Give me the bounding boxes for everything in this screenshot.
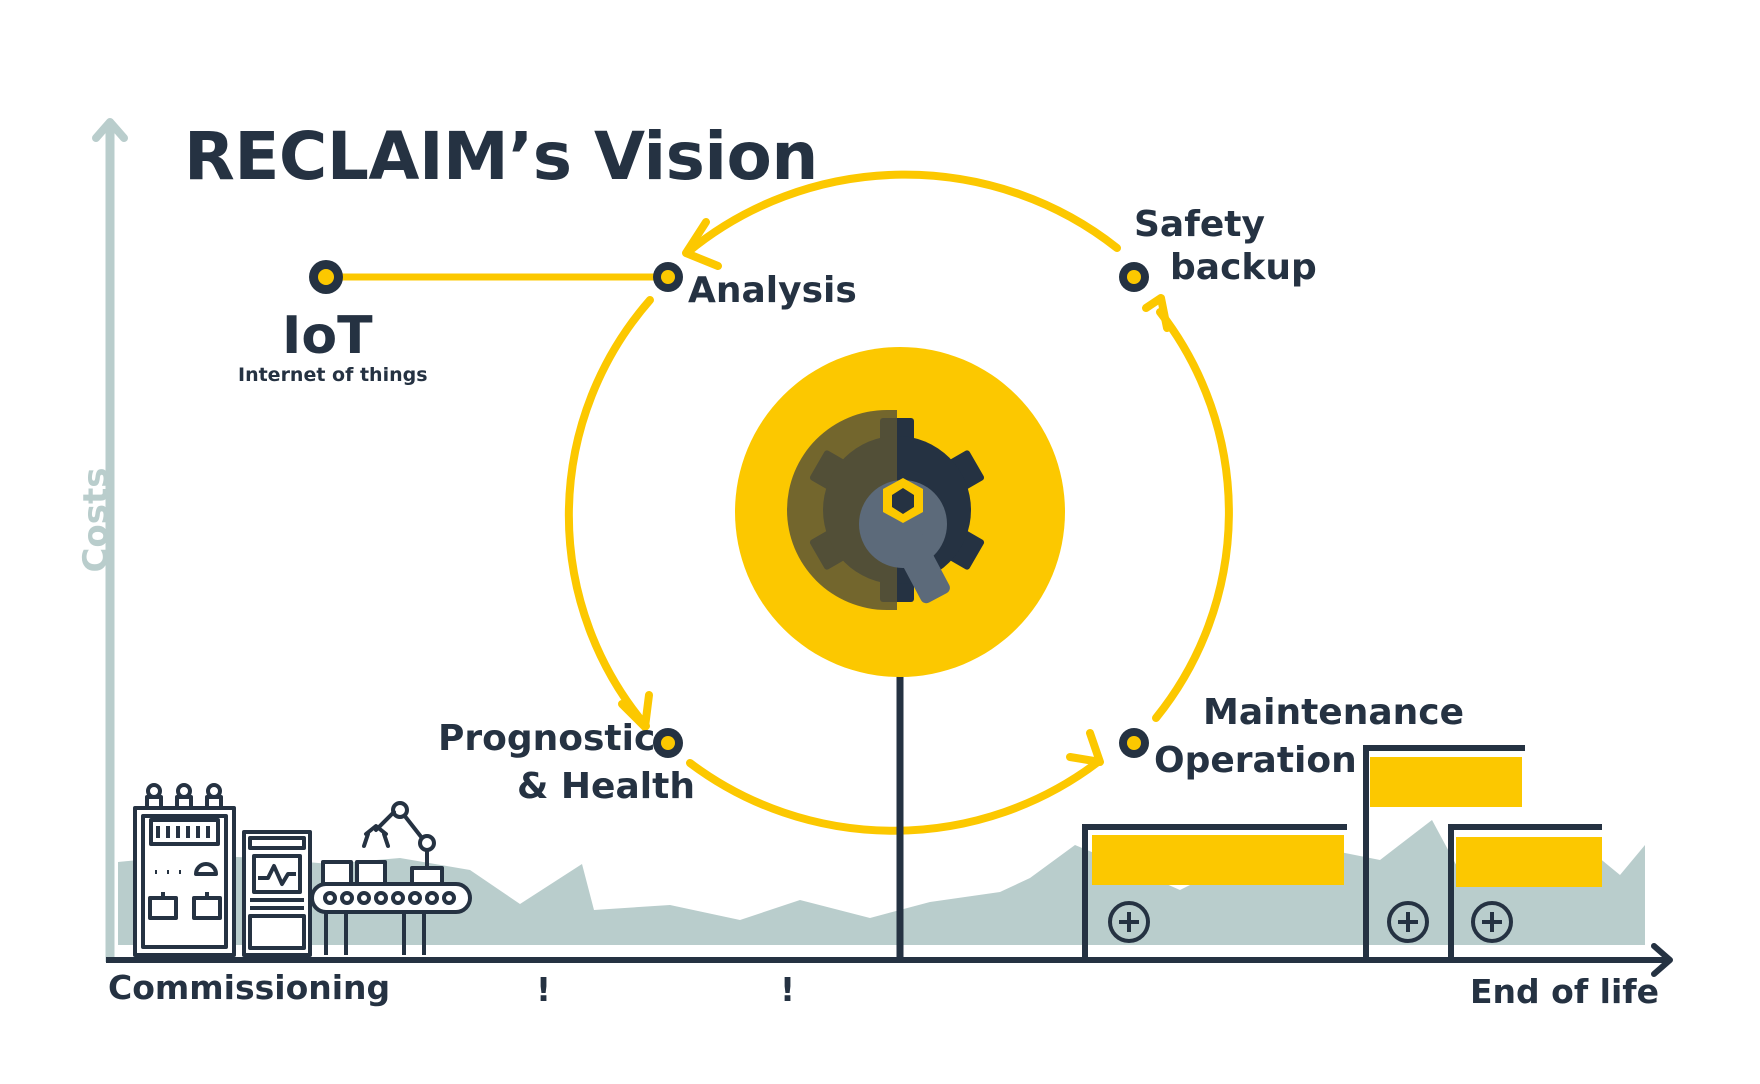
factory-machines-icon — [133, 783, 312, 957]
arrow-maintenance-icon — [1066, 729, 1104, 766]
y-axis-arrowhead — [92, 118, 128, 142]
operation-blocks — [1082, 745, 1602, 960]
plus-circle-icon — [1471, 901, 1513, 943]
safety-label-line2: backup — [1170, 247, 1317, 288]
maintenance-label-line2: Operation — [1154, 740, 1357, 781]
arrow-safety-icon — [1142, 294, 1171, 332]
conveyor-belt-icon — [310, 860, 472, 955]
node-safety — [1119, 262, 1149, 292]
y-axis-label: Costs — [76, 467, 116, 573]
x-axis-start-label: Commissioning — [108, 968, 391, 1007]
robot-arm-icon — [362, 801, 444, 886]
node-iot — [309, 260, 343, 294]
x-axis-end-label: End of life — [1470, 972, 1660, 1011]
arc-safety-to-analysis — [684, 170, 1121, 256]
safety-label-line1: Safety — [1134, 204, 1265, 245]
arrow-prognostic-icon — [618, 691, 653, 731]
node-analysis — [653, 262, 683, 292]
plus-circle-icon — [1108, 901, 1150, 943]
node-prognostic — [653, 728, 683, 758]
node-maintenance — [1119, 728, 1149, 758]
gear-wrench-icon — [787, 410, 985, 610]
arc-analysis-to-prognostic — [564, 296, 654, 730]
arc-prognostic-to-maintenance — [686, 758, 1102, 835]
x-axis-arrowhead — [1651, 943, 1673, 977]
analysis-label: Analysis — [688, 270, 857, 311]
arrow-analysis-icon — [682, 218, 722, 270]
iot-label: IoT — [282, 306, 373, 366]
cycle-arcs — [564, 170, 1233, 835]
iot-sublabel: Internet of things — [238, 364, 428, 386]
milestone-marker-1: ! — [536, 970, 552, 1009]
plus-circle-icon — [1387, 901, 1429, 943]
prognostic-label-line1: Prognostic — [438, 718, 656, 759]
diagram-title: RECLAIM’s Vision — [184, 118, 818, 195]
cost-terrain — [118, 820, 1645, 945]
cycle-arrowheads — [618, 218, 1171, 766]
maintenance-label-line1: Maintenance — [1203, 692, 1465, 733]
arc-maintenance-to-safety — [1152, 308, 1233, 722]
milestone-marker-2: ! — [780, 970, 796, 1009]
prognostic-label-line2: & Health — [517, 766, 695, 807]
